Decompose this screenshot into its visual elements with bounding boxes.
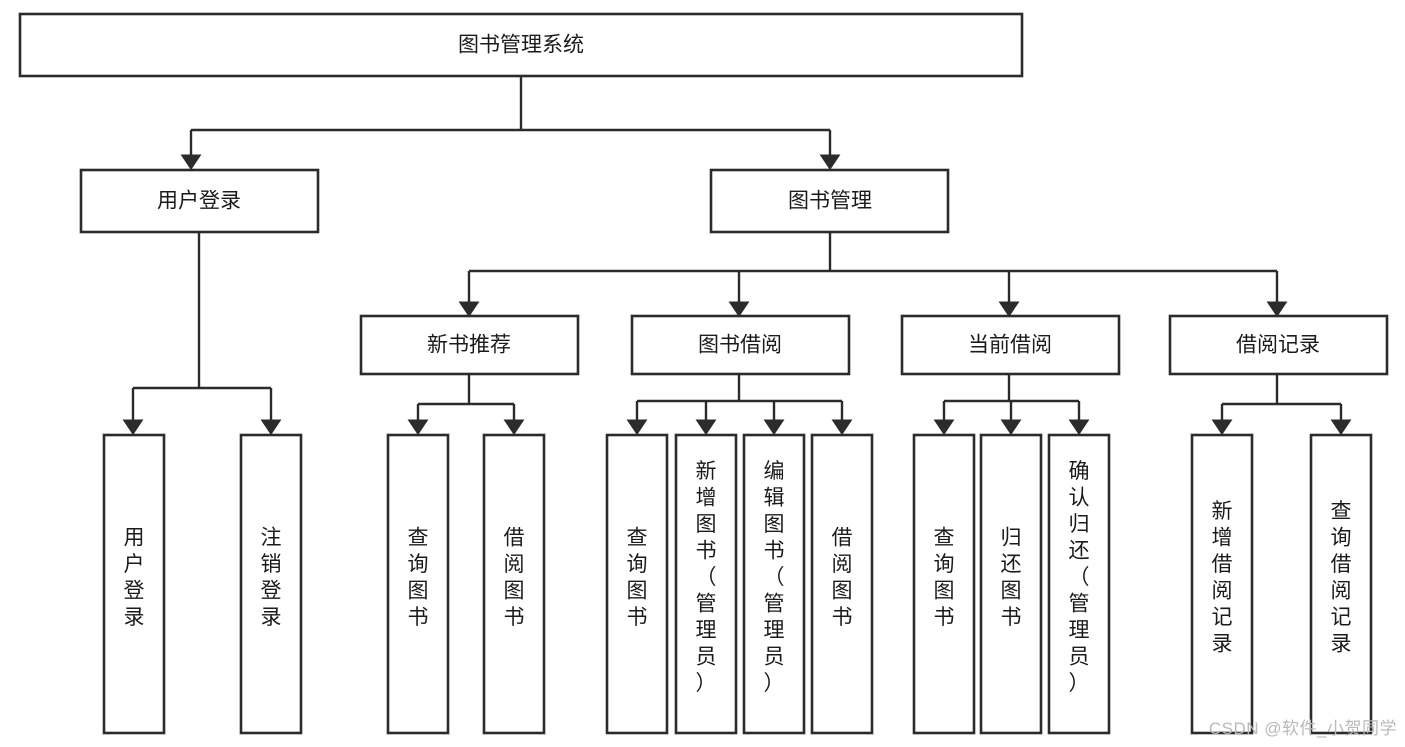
leaf-confirm-return-admin-label: 确认归还（管理员）	[1069, 460, 1090, 695]
leaf-edit-book-admin-box[interactable]	[742, 433, 806, 735]
node-current-borrow-box[interactable]	[900, 314, 1121, 376]
leaf-query-borrow-record-box[interactable]	[1309, 433, 1373, 735]
node-book-management-box[interactable]	[709, 168, 950, 234]
leaf-logout[interactable]: 注销登录	[239, 433, 303, 735]
leaf-return-book-box[interactable]	[979, 433, 1043, 735]
leaf-confirm-return-admin-box[interactable]	[1047, 433, 1111, 735]
node-root-system[interactable]: 图书管理系统	[18, 12, 1024, 78]
node-new-book-recommend[interactable]: 新书推荐	[359, 314, 580, 376]
leaf-edit-book-admin[interactable]: 编辑图书（管理员）	[742, 433, 806, 735]
leaf-return-book[interactable]: 归还图书	[979, 433, 1043, 735]
leaf-add-borrow-record-label: 新增借阅记录	[1212, 500, 1233, 656]
node-root-system-label: 图书管理系统	[458, 34, 584, 57]
leaf-borrow-book-box[interactable]	[810, 433, 874, 735]
leaf-user-login[interactable]: 用户登录	[102, 433, 166, 735]
connector-group-book-borrow	[626, 375, 853, 436]
node-current-borrow-label: 当前借阅	[968, 334, 1052, 357]
leaf-query-book-recommend[interactable]: 查询图书	[386, 433, 450, 735]
leaf-edit-book-admin-label: 编辑图书（管理员）	[764, 460, 785, 695]
node-new-book-recommend-label: 新书推荐	[427, 334, 511, 357]
leaf-add-book-admin[interactable]: 新增图书（管理员）	[674, 433, 738, 735]
leaf-borrow-book[interactable]: 借阅图书	[810, 433, 874, 735]
leaf-add-book-admin-box[interactable]	[674, 433, 738, 735]
node-root-system-box[interactable]	[18, 12, 1024, 78]
leaf-query-borrow-record[interactable]: 查询借阅记录	[1309, 433, 1373, 735]
leaf-add-borrow-record-box[interactable]	[1190, 433, 1254, 735]
node-borrow-record-label: 借阅记录	[1236, 334, 1320, 357]
leaf-query-book-borrow-box[interactable]	[605, 433, 669, 735]
leaf-borrow-book-recommend[interactable]: 借阅图书	[482, 433, 546, 735]
leaf-query-book-borrow[interactable]: 查询图书	[605, 433, 669, 735]
leaf-logout-box[interactable]	[239, 433, 303, 735]
node-book-management-label: 图书管理	[788, 190, 872, 213]
leaf-borrow-book-label: 借阅图书	[832, 526, 853, 629]
leaf-query-book-borrow-label: 查询图书	[627, 526, 648, 629]
leaf-user-login-box[interactable]	[102, 433, 166, 735]
connector-group-new-book	[407, 375, 525, 436]
node-borrow-record[interactable]: 借阅记录	[1168, 314, 1389, 376]
node-book-borrow-box[interactable]	[630, 314, 851, 376]
leaf-query-book-current-label: 查询图书	[934, 526, 955, 629]
connector-group-borrow-record	[1211, 375, 1352, 436]
connector-group-current-borrow	[933, 375, 1090, 436]
leaf-user-login-label: 用户登录	[124, 526, 145, 629]
node-book-management[interactable]: 图书管理	[709, 168, 950, 234]
node-new-book-recommend-box[interactable]	[359, 314, 580, 376]
leaf-borrow-book-recommend-label: 借阅图书	[504, 526, 525, 629]
leaf-add-borrow-record[interactable]: 新增借阅记录	[1190, 433, 1254, 735]
leaf-add-book-admin-label: 新增图书（管理员）	[696, 460, 717, 695]
node-user-login[interactable]: 用户登录	[79, 168, 320, 234]
leaf-query-book-current-box[interactable]	[912, 433, 976, 735]
connector-group-book-mgmt	[458, 233, 1288, 318]
leaf-query-borrow-record-label: 查询借阅记录	[1331, 500, 1352, 656]
node-user-login-label: 用户登录	[157, 190, 241, 213]
leaf-query-book-recommend-box[interactable]	[386, 433, 450, 735]
node-current-borrow[interactable]: 当前借阅	[900, 314, 1121, 376]
leaf-borrow-book-recommend-box[interactable]	[482, 433, 546, 735]
leaf-query-book-current[interactable]: 查询图书	[912, 433, 976, 735]
connector-group-user-login	[122, 233, 282, 436]
leaf-confirm-return-admin[interactable]: 确认归还（管理员）	[1047, 433, 1111, 735]
connector-group-root	[180, 76, 841, 171]
node-user-login-box[interactable]	[79, 168, 320, 234]
node-book-borrow[interactable]: 图书借阅	[630, 314, 851, 376]
node-book-borrow-label: 图书借阅	[698, 334, 782, 357]
node-borrow-record-box[interactable]	[1168, 314, 1389, 376]
leaf-return-book-label: 归还图书	[1001, 526, 1022, 629]
leaf-logout-label: 注销登录	[261, 526, 282, 629]
leaf-query-book-recommend-label: 查询图书	[408, 526, 429, 629]
